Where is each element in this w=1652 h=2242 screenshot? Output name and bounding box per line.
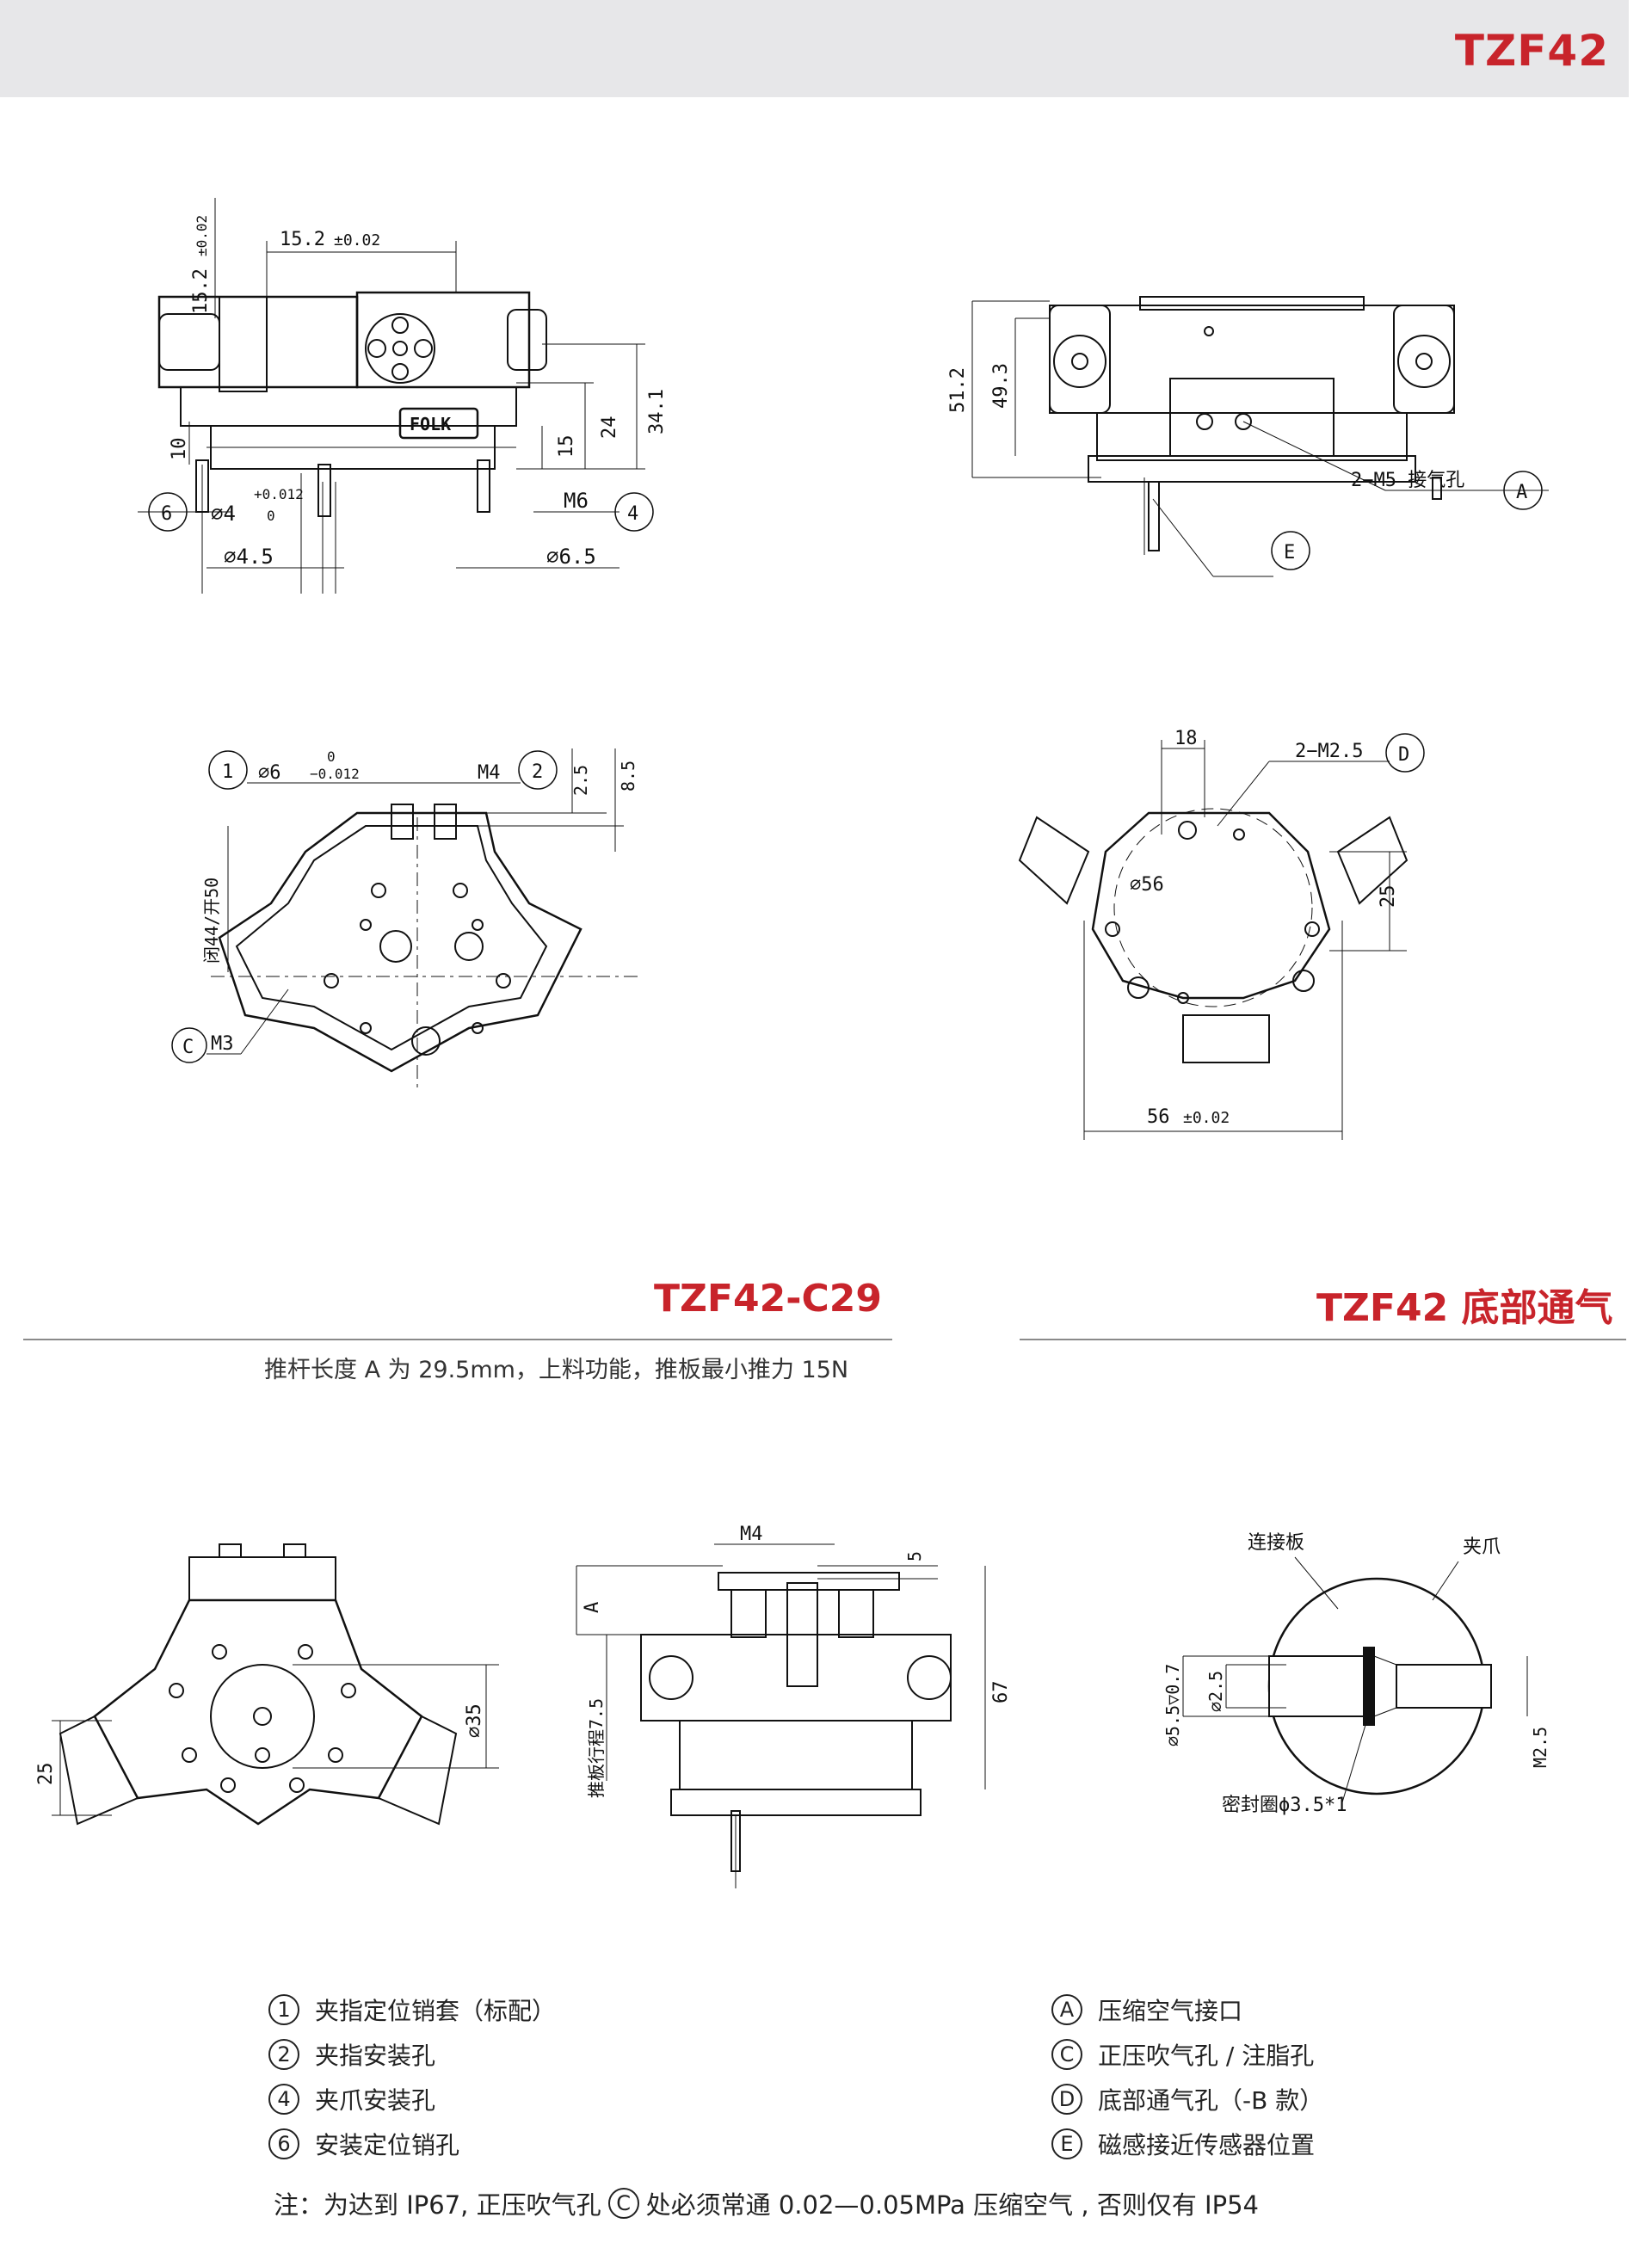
c29-side-view-drawing: M4 5 A 推板行程7.5 67 <box>576 1524 1012 1888</box>
svg-text:10: 10 <box>169 438 190 461</box>
svg-text:∅5.5▽0.7: ∅5.5▽0.7 <box>1162 1664 1183 1746</box>
svg-text:49.3: 49.3 <box>990 363 1012 409</box>
svg-text:M3: M3 <box>211 1033 234 1055</box>
ip-note: 注：为达到 IP67, 正压吹气孔 C 处必须常通 0.02—0.05MPa 压… <box>274 2185 1259 2221</box>
svg-text:4: 4 <box>627 503 638 525</box>
svg-text:67: 67 <box>990 1681 1012 1704</box>
legend-right: A 压缩空气接口 C 正压吹气孔 / 注脂孔 D 底部通气孔（-B 款） E 磁感接近传… <box>1051 1987 1323 2166</box>
svg-text:推板行程7.5: 推板行程7.5 <box>586 1698 607 1798</box>
svg-text:±0.02: ±0.02 <box>1183 1109 1230 1127</box>
legend-text: 安装定位销孔 <box>315 2131 460 2159</box>
svg-text:15.2: 15.2 <box>190 268 212 314</box>
svg-text:M4: M4 <box>478 762 501 784</box>
seal-detail-drawing: 连接板 夹爪 ∅5.5▽0.7 ∅2.5 M2.5 密封圈ϕ3.5*1 <box>1162 1532 1550 1816</box>
svg-text:∅4: ∅4 <box>211 502 236 526</box>
svg-text:±0.02: ±0.02 <box>334 231 380 249</box>
section-title-bottom-air: TZF42 底部通气 <box>1316 1286 1613 1330</box>
legend-item: C 正压吹气孔 / 注脂孔 <box>1051 2032 1323 2077</box>
note-text-post: 处必须常通 0.02—0.05MPa 压缩空气 , 否则仅有 IP54 <box>645 2190 1259 2220</box>
legend-badge: 4 <box>268 2084 299 2115</box>
legend-text: 压缩空气接口 <box>1098 1997 1243 2025</box>
svg-text:8.5: 8.5 <box>618 761 638 791</box>
legend-text: 底部通气孔（-B 款） <box>1098 2086 1324 2115</box>
svg-text:1: 1 <box>222 761 233 783</box>
svg-text:25: 25 <box>35 1763 57 1786</box>
svg-text:−0.012: −0.012 <box>310 766 360 782</box>
section-desc-c29: 推杆长度 A 为 29.5mm，上料功能，推板最小推力 15N <box>264 1357 849 1383</box>
model-title: TZF42 <box>1454 26 1609 76</box>
section-title-c29: TZF42-C29 <box>654 1277 882 1321</box>
legend-text: 磁感接近传感器位置 <box>1098 2131 1316 2159</box>
legend-text: 夹指安装孔 <box>315 2042 436 2070</box>
svg-text:M6: M6 <box>564 489 589 513</box>
legend-item: 6 安装定位销孔 <box>268 2122 556 2166</box>
bottom-view-drawing: 18 2−M2.5 D ∅56 25 56 ±0.02 <box>1018 728 1425 1140</box>
svg-text:5: 5 <box>904 1551 925 1561</box>
divider-right <box>1020 1339 1626 1340</box>
divider-left <box>23 1339 892 1340</box>
svg-text:56: 56 <box>1147 1106 1170 1128</box>
legend-item: E 磁感接近传感器位置 <box>1051 2122 1323 2166</box>
side-view-drawing: 51.2 49.3 2−M5 接气孔 A E <box>947 296 1549 577</box>
svg-text:∅56: ∅56 <box>1130 874 1164 896</box>
legend-badge: D <box>1051 2084 1082 2115</box>
svg-text:M4: M4 <box>740 1524 763 1545</box>
note-badge: C <box>607 2188 639 2219</box>
svg-text:34.1: 34.1 <box>646 389 668 434</box>
svg-text:51.2: 51.2 <box>947 367 969 413</box>
legend-item: D 底部通气孔（-B 款） <box>1051 2077 1323 2122</box>
legend-item: A 压缩空气接口 <box>1051 1987 1323 2032</box>
svg-text:15: 15 <box>556 435 577 459</box>
svg-text:2: 2 <box>532 761 543 783</box>
legend-text: 夹爪安装孔 <box>315 2086 436 2115</box>
svg-text:FOLK: FOLK <box>410 414 451 434</box>
legend-badge: C <box>1051 2039 1082 2070</box>
svg-text:D: D <box>1398 744 1409 766</box>
svg-text:2−M2.5: 2−M2.5 <box>1295 741 1363 762</box>
legend-text: 夹指定位销套（标配） <box>315 1997 557 2025</box>
svg-text:0: 0 <box>327 748 336 765</box>
svg-text:M2.5: M2.5 <box>1530 1727 1550 1768</box>
legend-badge: 6 <box>268 2128 299 2159</box>
top-view-drawing: 1 ∅6 0 −0.012 M4 2 2.5 8.5 闭44/开50 C M3 <box>171 748 641 1093</box>
svg-text:2.5: 2.5 <box>570 765 591 796</box>
svg-text:连接板: 连接板 <box>1248 1532 1304 1554</box>
svg-text:E: E <box>1284 542 1295 564</box>
svg-text:∅6: ∅6 <box>258 762 281 784</box>
svg-text:密封圈ϕ3.5*1: 密封圈ϕ3.5*1 <box>1222 1795 1347 1816</box>
svg-text:18: 18 <box>1174 728 1198 749</box>
svg-text:∅4.5: ∅4.5 <box>224 545 274 569</box>
svg-text:15.2: 15.2 <box>280 229 325 250</box>
svg-text:25: 25 <box>1378 885 1399 909</box>
legend-item: 4 夹爪安装孔 <box>268 2077 556 2122</box>
legend-badge: 1 <box>268 1994 299 2025</box>
legend-item: 2 夹指安装孔 <box>268 2032 556 2077</box>
svg-text:C: C <box>182 1037 194 1058</box>
svg-text:∅2.5: ∅2.5 <box>1205 1671 1226 1712</box>
svg-text:6: 6 <box>161 503 172 525</box>
svg-text:∅35: ∅35 <box>464 1703 485 1738</box>
legend-item: 1 夹指定位销套（标配） <box>268 1987 556 2032</box>
legend-left: 1 夹指定位销套（标配） 2 夹指安装孔 4 夹爪安装孔 6 安装定位销孔 <box>268 1987 556 2166</box>
svg-text:夹爪: 夹爪 <box>1463 1537 1501 1558</box>
svg-text:∅6.5: ∅6.5 <box>546 545 596 569</box>
svg-text:闭44/开50: 闭44/开50 <box>201 878 222 964</box>
c29-top-view-drawing: 25 ∅35 <box>35 1543 499 1826</box>
legend-badge: 2 <box>268 2039 299 2070</box>
front-view-drawing: 15.2 ±0.02 15.2 ±0.02 FOLK 15 24 34.1 10… <box>138 198 668 594</box>
svg-text:±0.02: ±0.02 <box>194 215 210 256</box>
svg-text:24: 24 <box>599 416 620 440</box>
svg-text:A: A <box>582 1602 603 1613</box>
header-bar <box>0 0 1629 97</box>
svg-text:+0.012: +0.012 <box>254 486 304 502</box>
svg-text:0: 0 <box>267 508 275 524</box>
svg-text:2−M5 接气孔: 2−M5 接气孔 <box>1351 470 1464 491</box>
svg-text:A: A <box>1516 482 1527 503</box>
legend-text: 正压吹气孔 / 注脂孔 <box>1098 2042 1315 2070</box>
note-text-pre: 注：为达到 IP67, 正压吹气孔 <box>274 2190 601 2220</box>
legend-badge: A <box>1051 1994 1082 2025</box>
legend-badge: E <box>1051 2128 1082 2159</box>
